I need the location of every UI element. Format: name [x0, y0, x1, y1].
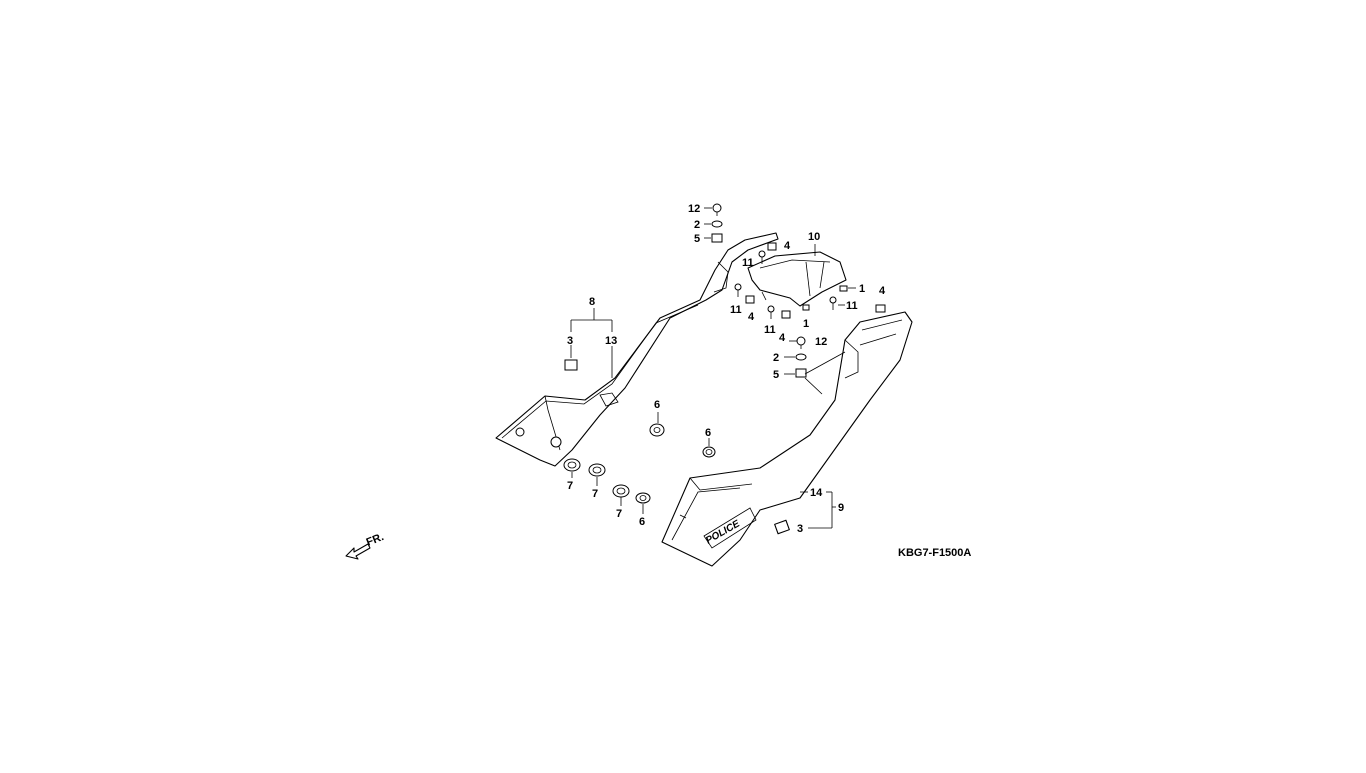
callout-6-c: 6 [639, 516, 645, 528]
callout-12-top: 12 [688, 203, 700, 215]
callout-6-a: 6 [654, 399, 660, 411]
callout-11-b: 11 [846, 300, 858, 312]
left-side-cover [495, 232, 779, 467]
callout-2-right: 2 [773, 352, 779, 364]
callout-9: 9 [838, 502, 844, 514]
callout-7-c: 7 [616, 508, 622, 520]
callout-13: 13 [605, 335, 617, 347]
callout-5-top: 5 [694, 233, 700, 245]
callouts: 12 2 5 11 4 10 1 4 11 4 11 11 1 4 12 2 5… [567, 203, 886, 535]
leader-lines [570, 207, 856, 529]
callout-14: 14 [810, 487, 823, 499]
figure-code: KBG7-F1500A [898, 547, 971, 559]
callout-3-left: 3 [567, 335, 573, 347]
callout-10: 10 [808, 231, 820, 243]
callout-1-b: 1 [803, 318, 809, 330]
callout-11-d: 11 [764, 324, 776, 336]
callout-8: 8 [589, 296, 595, 308]
callout-4-d: 4 [779, 332, 786, 344]
front-direction-arrow: FR. [345, 531, 386, 560]
right-side-cover: POLICE [661, 311, 913, 567]
callout-2-top: 2 [694, 219, 700, 231]
callout-6-b: 6 [705, 427, 711, 439]
callout-7-b: 7 [592, 488, 598, 500]
hardware [563, 203, 886, 519]
callout-7-a: 7 [567, 480, 573, 492]
callout-1-a: 1 [859, 283, 865, 295]
callout-11-c: 11 [730, 304, 742, 316]
callout-4-b: 4 [879, 285, 886, 297]
callout-4-a: 4 [784, 240, 791, 252]
callout-12-right: 12 [815, 336, 827, 348]
callout-3-right: 3 [797, 523, 803, 535]
front-label: FR. [365, 531, 386, 549]
callout-5-right: 5 [773, 369, 779, 381]
callout-4-c: 4 [748, 311, 755, 323]
callout-11-a: 11 [742, 257, 754, 269]
rear-center-cover [747, 251, 847, 307]
